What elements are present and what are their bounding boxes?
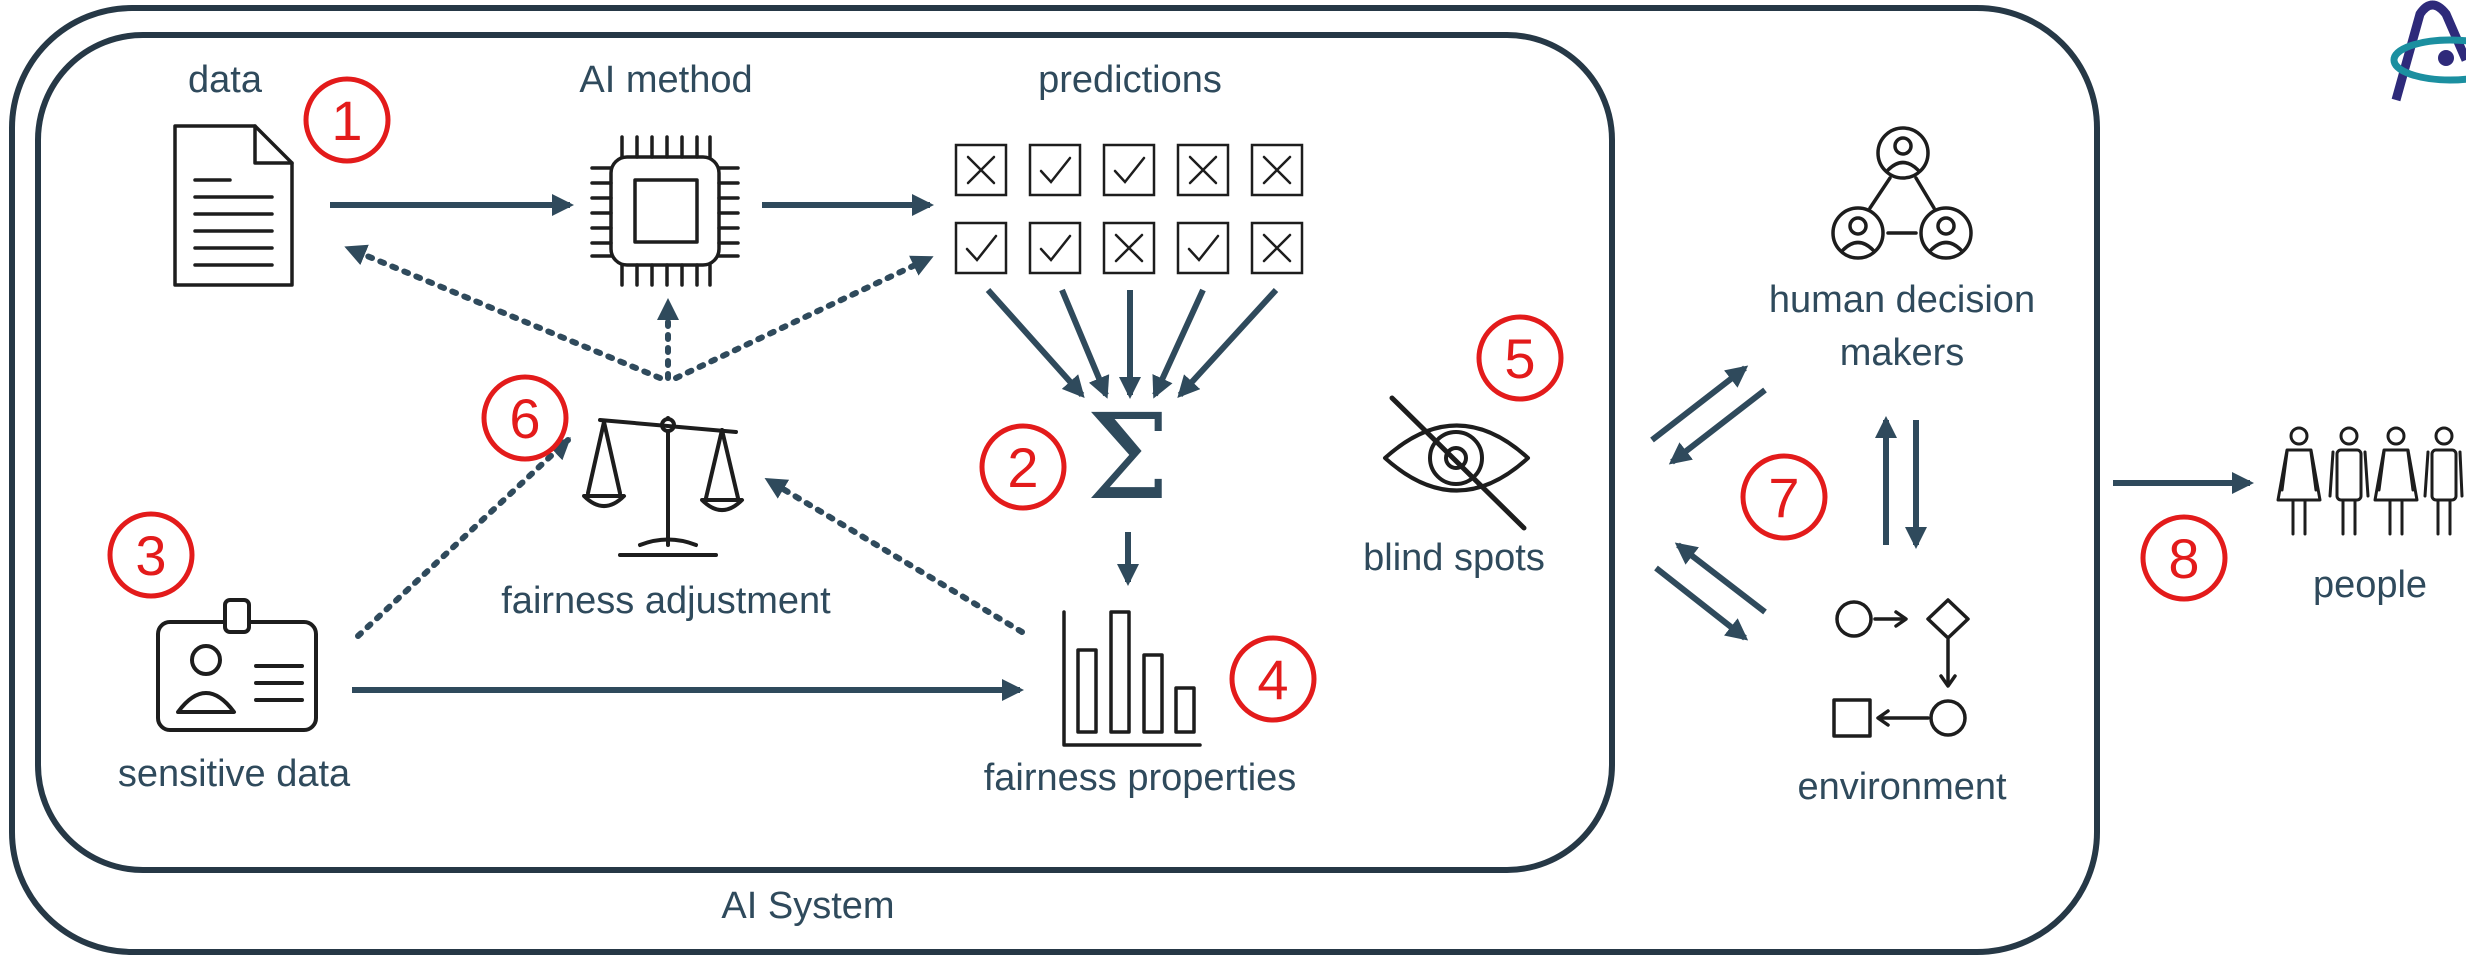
user-network-icon [1831, 126, 1973, 260]
prediction-cell-check [954, 221, 1008, 275]
label-fairness-properties: fairness properties [984, 757, 1297, 799]
prediction-cell-cross [1250, 221, 1304, 275]
cross-icon [1114, 233, 1144, 263]
prediction-cell-check [1028, 221, 1082, 275]
cross-icon [1262, 155, 1292, 185]
prediction-cell-cross [1176, 143, 1230, 197]
arrow-pred4-to-sum [1152, 288, 1206, 399]
arrow-pred2-to-sum [1059, 288, 1110, 399]
label-human-decision-makers-line2: makers [1840, 332, 1965, 374]
id-badge-icon [156, 598, 318, 732]
label-blind-spots: blind spots [1363, 537, 1545, 579]
arrow-environment-to-system [1674, 542, 1767, 615]
label-data: data [188, 59, 263, 101]
balance-scale-icon [582, 416, 744, 557]
eye-slash-icon [1383, 395, 1530, 531]
number-marker-1: 1 [303, 76, 391, 164]
cpu-chip-icon [590, 135, 740, 287]
label-sensitive-data: sensitive data [118, 753, 351, 795]
check-icon [965, 234, 998, 262]
prediction-cell-cross [1250, 143, 1304, 197]
label-human-decision-makers-line1: human decision [1769, 279, 2035, 321]
predictions-grid [954, 143, 1304, 275]
check-icon [1039, 234, 1072, 262]
label-ai-method: AI method [579, 59, 752, 101]
arrow-pred5-to-sum [1177, 287, 1279, 398]
sum-symbol: Σ [1086, 388, 1169, 526]
label-predictions: predictions [1038, 59, 1222, 101]
check-icon [1187, 234, 1220, 262]
cross-icon [1188, 155, 1218, 185]
flow-shapes-icon [1832, 598, 1970, 738]
number-marker-3: 3 [107, 511, 195, 599]
prediction-cell-check [1102, 143, 1156, 197]
people-group-icon [2276, 426, 2464, 536]
bar-chart-icon [1062, 610, 1202, 747]
arrow-system-to-environment [1654, 565, 1749, 641]
prediction-cell-cross [1102, 221, 1156, 275]
svg-text:5: 5 [1504, 327, 1535, 390]
arrow-pred1-to-sum [985, 287, 1085, 398]
label-ai-system: AI System [721, 885, 894, 927]
number-marker-7: 7 [1740, 453, 1828, 541]
svg-text:4: 4 [1257, 648, 1288, 711]
label-environment: environment [1797, 766, 2007, 808]
prediction-cell-check [1176, 221, 1230, 275]
outer-boundary-box [9, 5, 2100, 955]
ai-system-box [35, 32, 1615, 873]
arrow-system-to-human [1650, 365, 1749, 443]
svg-text:1: 1 [331, 89, 362, 152]
number-marker-2: 2 [979, 423, 1067, 511]
svg-text:3: 3 [135, 524, 166, 587]
document-icon [173, 124, 294, 287]
dotted-arrow-scale-to-predictions [673, 255, 934, 381]
cross-icon [1262, 233, 1292, 263]
check-icon [1039, 156, 1072, 184]
arrow-human-to-system [1668, 387, 1767, 465]
label-fairness-adjustment: fairness adjustment [501, 580, 831, 622]
prediction-cell-cross [954, 143, 1008, 197]
dotted-arrow-scale-to-data [344, 244, 663, 381]
number-marker-8: 8 [2140, 514, 2228, 602]
number-marker-6: 6 [481, 374, 569, 462]
cross-icon [966, 155, 996, 185]
svg-text:7: 7 [1768, 466, 1799, 529]
number-marker-5: 5 [1476, 314, 1564, 402]
svg-text:2: 2 [1007, 436, 1038, 499]
number-marker-4: 4 [1229, 635, 1317, 723]
dotted-arrow-fairness-props-to-scale [764, 477, 1025, 635]
logo-icon [2390, 0, 2466, 102]
svg-text:8: 8 [2168, 527, 2199, 590]
svg-text:6: 6 [509, 387, 540, 450]
prediction-cell-check [1028, 143, 1082, 197]
label-people: people [2313, 564, 2427, 606]
check-icon [1113, 156, 1146, 184]
dotted-arrow-sensitive-to-scale [355, 437, 571, 639]
